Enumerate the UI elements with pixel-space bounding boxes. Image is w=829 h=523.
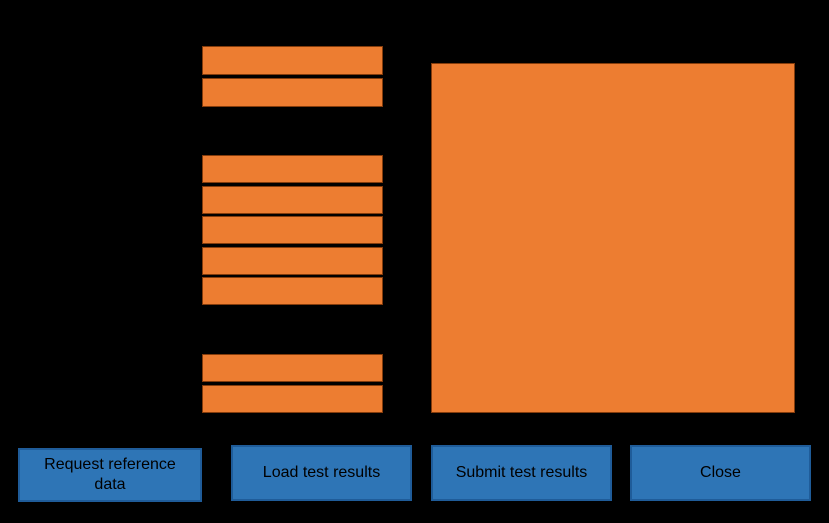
field-group-middle (202, 155, 383, 305)
field-group-top (202, 46, 383, 107)
submit-test-results-button-label: Submit test results (455, 464, 588, 481)
field-group-bottom (202, 354, 383, 413)
load-test-results-button[interactable]: Load test results (231, 445, 412, 501)
request-reference-data-button[interactable]: Request reference data (18, 448, 202, 502)
form-field[interactable] (202, 354, 383, 382)
form-field[interactable] (202, 385, 383, 413)
submit-test-results-button[interactable]: Submit test results (431, 445, 612, 501)
form-field[interactable] (202, 185, 383, 214)
form-field[interactable] (202, 78, 383, 107)
results-panel[interactable] (431, 63, 795, 413)
form-field[interactable] (202, 46, 383, 75)
close-button-label: Close (700, 464, 741, 481)
form-field[interactable] (202, 155, 383, 183)
load-test-results-button-label: Load test results (262, 464, 381, 481)
form-field[interactable] (202, 246, 383, 275)
close-button[interactable]: Close (630, 445, 811, 501)
request-reference-data-button-label: Request reference data (44, 456, 176, 493)
form-field[interactable] (202, 277, 383, 305)
form-field[interactable] (202, 216, 383, 244)
